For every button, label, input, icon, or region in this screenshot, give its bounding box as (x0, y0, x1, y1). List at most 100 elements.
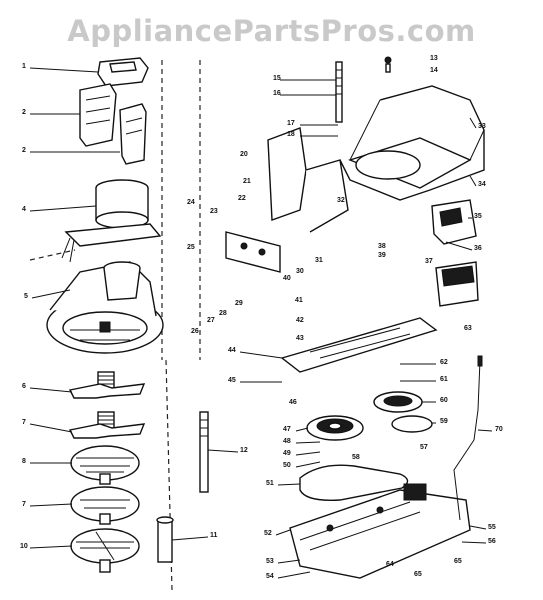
assembly-dash-line (29, 249, 76, 261)
callout-label-33: 33 (478, 123, 486, 130)
callout-label-34: 34 (478, 181, 486, 188)
callout-label-12: 12 (240, 447, 248, 454)
part-12-shaft (199, 411, 209, 493)
part-15-16-spindle (335, 61, 343, 123)
callout-label-48: 48 (283, 438, 291, 445)
callout-label-44: 44 (228, 347, 236, 354)
callout-label-24: 24 (187, 199, 195, 206)
callout-label-25: 25 (187, 244, 195, 251)
part-23-switch (225, 231, 281, 273)
part-70-power-cord (453, 355, 483, 521)
callout-label-4: 4 (22, 206, 26, 213)
part-5-work-bowl (46, 261, 164, 354)
leader-lines (239, 351, 321, 579)
callout-layer: 1224567871011121314151617182021222324252… (20, 55, 503, 580)
callout-label-37: 37 (425, 258, 433, 265)
callout-label-41: 41 (295, 297, 303, 304)
part-2-small-pusher (119, 103, 147, 165)
callout-label-45: 45 (228, 377, 236, 384)
callout-label-64: 64 (386, 561, 394, 568)
callout-label-7b: 7 (22, 501, 26, 508)
callout-label-52: 52 (264, 530, 272, 537)
part-51-belt (299, 464, 409, 501)
leader-lines (445, 117, 477, 251)
callout-label-17: 17 (287, 120, 295, 127)
callout-label-2a: 2 (22, 109, 26, 116)
callout-label-18: 18 (287, 131, 295, 138)
callout-label-10: 10 (20, 543, 28, 550)
part-63-capacitor (435, 261, 479, 307)
callout-label-54: 54 (266, 573, 274, 580)
callout-label-7a: 7 (22, 419, 26, 426)
callout-label-65b: 65 (414, 571, 422, 578)
callout-label-63: 63 (464, 325, 472, 332)
callout-label-2b: 2 (22, 147, 26, 154)
callout-label-58: 58 (352, 454, 360, 461)
callout-label-40: 40 (283, 275, 291, 282)
callout-label-15: 15 (273, 75, 281, 82)
leader-lines (461, 429, 493, 544)
callout-label-55: 55 (488, 524, 496, 531)
part-4-feed-tube (61, 179, 162, 263)
part-7-plastic-blade (68, 411, 146, 439)
part-52-base (289, 483, 471, 579)
callout-label-42: 42 (296, 317, 304, 324)
part-30-shroud (267, 127, 349, 233)
part-11-disc-stem (156, 516, 174, 563)
part-2-large-pusher (79, 83, 117, 147)
callout-label-1: 1 (22, 63, 26, 70)
callout-label-35: 35 (474, 213, 482, 220)
callout-label-43: 43 (296, 335, 304, 342)
callout-label-50: 50 (283, 462, 291, 469)
part-8-slicing-disc (70, 445, 140, 485)
callout-label-39: 39 (378, 252, 386, 259)
callout-label-49: 49 (283, 450, 291, 457)
callout-label-57: 57 (420, 444, 428, 451)
callout-label-38: 38 (378, 243, 386, 250)
callout-label-21: 21 (243, 178, 251, 185)
leader-lines (400, 363, 436, 424)
callout-label-59: 59 (440, 418, 448, 425)
callout-label-56: 56 (488, 538, 496, 545)
callout-label-23: 23 (210, 208, 218, 215)
callout-label-36: 36 (474, 245, 482, 252)
part-1-pusher-cap (97, 57, 149, 87)
callout-label-13: 13 (430, 55, 438, 62)
callout-label-28: 28 (219, 310, 227, 317)
part-7-shredding-disc (70, 486, 140, 525)
callout-label-5: 5 (24, 293, 28, 300)
callout-label-6: 6 (22, 383, 26, 390)
leader-lines (280, 79, 338, 137)
leader-lines (29, 67, 120, 549)
part-35-motor (431, 199, 477, 245)
part-10-disc (70, 528, 140, 573)
callout-label-62: 62 (440, 359, 448, 366)
part-60-pulley (373, 391, 423, 413)
callout-label-51: 51 (266, 480, 274, 487)
callout-label-26: 26 (191, 328, 199, 335)
callout-label-31: 31 (315, 257, 323, 264)
callout-label-22: 22 (238, 195, 246, 202)
part-59-pulley (391, 415, 433, 433)
callout-label-65a: 65 (454, 558, 462, 565)
callout-label-53: 53 (266, 558, 274, 565)
callout-label-32: 32 (337, 197, 345, 204)
callout-label-46: 46 (289, 399, 297, 406)
part-44-bracket-plate (280, 317, 438, 373)
callout-label-8: 8 (22, 458, 26, 465)
part-13-14-screws (384, 56, 392, 73)
callout-label-47: 47 (283, 426, 291, 433)
callout-label-61: 61 (440, 376, 448, 383)
part-6-metal-blade (68, 371, 146, 399)
callout-label-30a: 30 (296, 268, 304, 275)
callout-label-14: 14 (430, 67, 438, 74)
callout-label-29: 29 (235, 300, 243, 307)
part-47-gear (306, 415, 364, 441)
callout-label-27: 27 (207, 317, 215, 324)
callout-label-20: 20 (240, 151, 248, 158)
part-33-motor-cover (339, 85, 485, 201)
callout-label-16: 16 (273, 90, 281, 97)
leader-lines (171, 449, 239, 541)
